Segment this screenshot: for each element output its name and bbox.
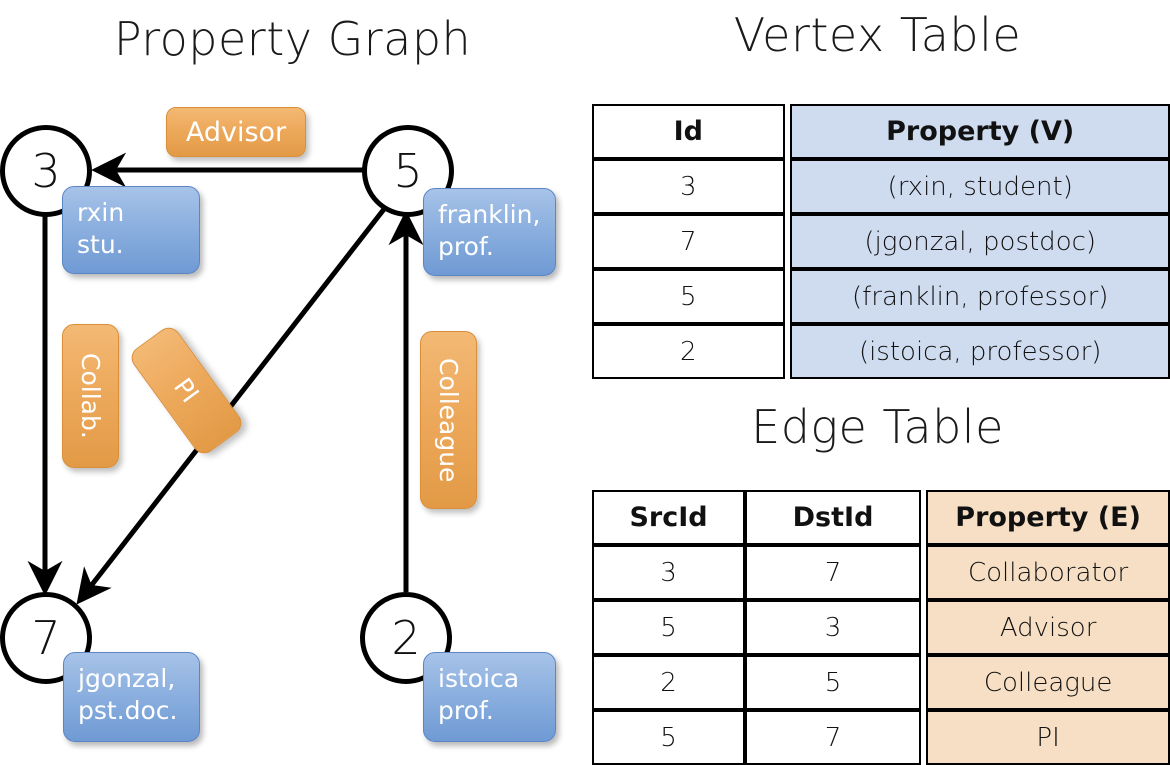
vertex-property-box-5: franklin, prof. [423, 188, 556, 276]
edge-5-to-7 [76, 202, 390, 605]
edge-row-2-dst: 5 [745, 655, 922, 710]
page-title-vertex-table: Vertex Table [733, 8, 1022, 62]
edge-label-pi-text: PI [168, 372, 205, 409]
vertex-table-header-id: Id [592, 104, 785, 159]
edge-row-1-src: 5 [592, 600, 746, 655]
edge-row-2-src: 2 [592, 655, 746, 710]
edge-table-header-dstid: DstId [745, 490, 922, 545]
edge-table-header-srcid: SrcId [592, 490, 746, 545]
vertex-row-3-id: 2 [592, 324, 785, 379]
vertex-row-0-property: (rxin, student) [790, 159, 1170, 214]
page-title-property-graph: Property Graph [113, 12, 472, 66]
edge-row-0-src: 3 [592, 545, 746, 600]
vertex-property-7-line2: pst.doc. [78, 696, 178, 725]
edge-row-3-dst: 7 [745, 710, 922, 765]
vertex-row-2-id: 5 [592, 269, 785, 324]
edge-row-3-src: 5 [592, 710, 746, 765]
vertex-property-box-7: jgonzal, pst.doc. [63, 652, 200, 742]
page-title-edge-table: Edge Table [751, 400, 1004, 454]
property-graph-diagram: 3 5 7 2 rxin stu. franklin, prof. jgonza… [0, 0, 585, 760]
graph-node-2-id: 2 [391, 611, 421, 665]
vertex-row-3-property: (istoica, professor) [790, 324, 1170, 379]
edge-row-3-property: PI [926, 710, 1170, 765]
edge-row-2-property: Colleague [926, 655, 1170, 710]
graph-edges-svg [27, 152, 424, 605]
table-row[interactable]: 2 5 Colleague [592, 655, 1170, 710]
edge-table-header-property: Property (E) [926, 490, 1170, 545]
table-row[interactable]: 7 (jgonzal, postdoc) [592, 214, 1170, 269]
vertex-property-3-line1: rxin [77, 198, 125, 227]
edge-label-collab-text: Collab. [76, 353, 105, 439]
edge-label-advisor-text: Advisor [185, 116, 287, 148]
edge-label-collab: Collab. [62, 324, 119, 468]
vertex-property-5-line2: prof. [438, 232, 494, 261]
edge-table: SrcId DstId Property (E) 3 7 Collaborato… [592, 490, 1170, 765]
table-row[interactable]: 3 (rxin, student) [592, 159, 1170, 214]
edge-label-colleague-text: Colleague [434, 357, 463, 483]
edge-row-1-property: Advisor [926, 600, 1170, 655]
table-row[interactable]: 2 (istoica, professor) [592, 324, 1170, 379]
vertex-row-0-id: 3 [592, 159, 785, 214]
vertex-property-box-2: istoica prof. [423, 652, 556, 742]
graph-node-3-id: 3 [31, 144, 61, 198]
vertex-property-2-line2: prof. [438, 696, 494, 725]
edge-row-0-dst: 7 [745, 545, 922, 600]
vertex-table: Id Property (V) 3 (rxin, student) 7 (jgo… [592, 104, 1170, 379]
table-row[interactable]: 5 (franklin, professor) [592, 269, 1170, 324]
edge-label-colleague: Colleague [420, 331, 477, 509]
vertex-property-2-line1: istoica [438, 664, 520, 693]
graph-node-5-id: 5 [393, 144, 423, 198]
vertex-row-1-id: 7 [592, 214, 785, 269]
table-row[interactable]: 5 3 Advisor [592, 600, 1170, 655]
vertex-property-3-line2: stu. [77, 230, 124, 259]
vertex-table-header-property: Property (V) [790, 104, 1170, 159]
graph-node-7-id: 7 [31, 611, 61, 665]
vertex-row-1-property: (jgonzal, postdoc) [790, 214, 1170, 269]
edge-row-1-dst: 3 [745, 600, 922, 655]
vertex-row-2-property: (franklin, professor) [790, 269, 1170, 324]
edge-label-advisor: Advisor [166, 107, 306, 157]
edge-row-0-property: Collaborator [926, 545, 1170, 600]
vertex-property-5-line1: franklin, [438, 200, 541, 229]
edge-table-header-row: SrcId DstId Property (E) [592, 490, 1170, 545]
graph-node-2[interactable]: 2 [360, 592, 452, 684]
table-row[interactable]: 3 7 Collaborator [592, 545, 1170, 600]
table-row[interactable]: 5 7 PI [592, 710, 1170, 765]
vertex-table-header-row: Id Property (V) [592, 104, 1170, 159]
vertex-property-box-3: rxin stu. [62, 186, 200, 274]
vertex-property-7-line1: jgonzal, [78, 664, 176, 693]
